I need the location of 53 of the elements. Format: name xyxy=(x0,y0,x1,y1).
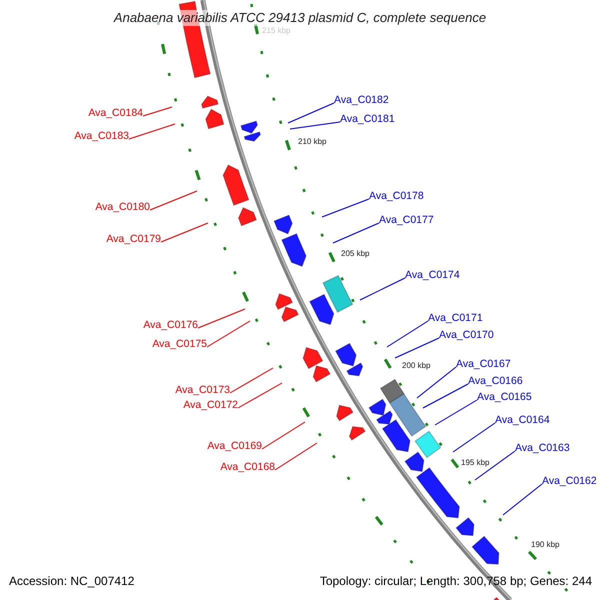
info-text: Topology: circular; Length: 300,758 bp; Genes: 244 xyxy=(320,574,592,588)
gene-label: Ava_C0176 xyxy=(143,319,198,332)
gene-label: Ava_C0168 xyxy=(220,461,275,474)
leader-line xyxy=(128,124,176,140)
leader-line xyxy=(198,308,246,328)
leader-line xyxy=(160,222,208,242)
gene-label: Ava_C0169 xyxy=(207,440,262,453)
gene-label: Ava_C0167 xyxy=(456,358,511,371)
leader-line xyxy=(502,484,542,516)
leader-line xyxy=(386,320,428,348)
leader-line xyxy=(322,198,370,218)
gene-label: Ava_C0172 xyxy=(183,399,238,412)
gene-label: Ava_C0170 xyxy=(439,329,494,342)
leader-line xyxy=(142,106,172,116)
gene-label: Ava_C0165 xyxy=(477,391,532,404)
gene-label: Ava_C0174 xyxy=(405,269,460,282)
leader-line xyxy=(230,368,274,394)
leader-line xyxy=(262,422,306,450)
leader-line xyxy=(360,278,406,300)
gene-label: Ava_C0162 xyxy=(542,475,597,488)
leader-line xyxy=(394,338,440,358)
gene-label: Ava_C0173 xyxy=(175,384,230,397)
gene-label: Ava_C0177 xyxy=(379,214,434,227)
scale-label: 195 kbp xyxy=(461,458,490,468)
gene-label: Ava_C0179 xyxy=(106,233,161,246)
scale-label: 210 kbp xyxy=(298,137,326,147)
gene-label: Ava_C0182 xyxy=(334,94,389,107)
scale-label: 205 kbp xyxy=(341,249,370,259)
info-text: Accession: NC_007412 xyxy=(9,574,134,588)
gene-label: Ava_C0180 xyxy=(95,201,150,214)
leader-line xyxy=(434,400,478,426)
leader-line xyxy=(274,442,318,470)
leader-line xyxy=(238,382,282,408)
gene-label: Ava_C0178 xyxy=(369,190,424,203)
leader-line xyxy=(474,450,516,480)
leader-line xyxy=(290,122,340,130)
gene-label: Ava_C0184 xyxy=(88,107,143,120)
leader-line xyxy=(452,422,496,452)
gene-label: Ava_C0181 xyxy=(340,113,395,126)
gene-label: Ava_C0175 xyxy=(152,338,207,351)
gene-label: Ava_C0164 xyxy=(495,414,550,427)
gene-label: Ava_C0183 xyxy=(74,130,129,143)
scale-label: 200 kbp xyxy=(402,361,430,371)
gene-label: Ava_C0171 xyxy=(428,312,483,325)
leader-line xyxy=(288,102,334,124)
leader-line xyxy=(206,320,250,348)
leader-line xyxy=(150,190,198,210)
scale-label: 190 kbp xyxy=(531,540,560,550)
leader-line xyxy=(422,384,468,408)
gene-label: Ava_C0163 xyxy=(515,442,570,455)
leader-line xyxy=(332,222,380,244)
leader-line xyxy=(416,366,456,398)
gene-label: Ava_C0166 xyxy=(468,375,523,388)
